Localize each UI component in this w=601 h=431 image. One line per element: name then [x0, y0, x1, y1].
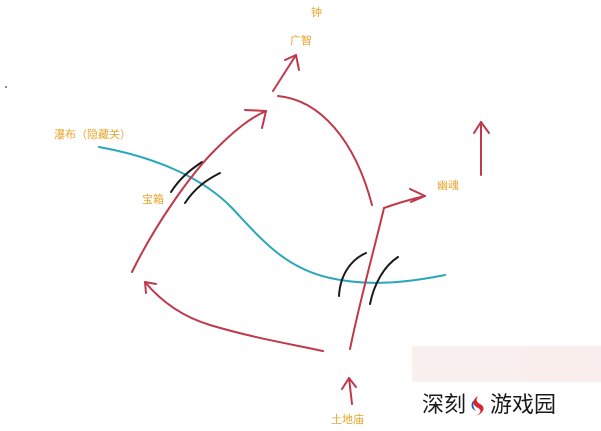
- arrowhead-left: [144, 281, 157, 294]
- watermark-text-left: 深刻: [422, 393, 467, 418]
- arrowhead-up-right: [473, 121, 490, 134]
- route-from-tudimiao: [348, 377, 353, 405]
- arrowhead-top-left: [244, 109, 267, 129]
- arrowhead-youhun: [409, 188, 426, 203]
- label-zhong: 钟: [311, 6, 322, 19]
- river-line: [98, 146, 446, 284]
- arrowhead-tudimiao: [341, 377, 357, 390]
- red-routes: [131, 54, 490, 405]
- route-right-vertical: [349, 207, 385, 350]
- route-bottom-to-left: [144, 281, 324, 352]
- barrier-right: [338, 252, 399, 305]
- route-arc: [277, 95, 373, 206]
- watermark-text: 深刻 游戏园: [422, 392, 556, 420]
- watermark-text-right: 游戏园: [490, 393, 557, 418]
- label-treasure-chest: 宝箱: [142, 193, 164, 206]
- barrier-left: [170, 161, 221, 204]
- route-left-to-top: [131, 110, 267, 273]
- watermark: 深刻 游戏园: [400, 340, 601, 431]
- stray-dot: [5, 86, 7, 88]
- watermark-background: [412, 346, 601, 382]
- arrowhead-guangzhi: [284, 54, 300, 71]
- label-waterfall: 瀑布（隐藏关）: [54, 128, 131, 141]
- label-ghost: 幽魂: [437, 179, 459, 192]
- route-to-guangzhi: [272, 54, 297, 92]
- label-guangzhi: 广智: [290, 34, 312, 47]
- label-land-temple: 土地庙: [331, 413, 364, 426]
- swirl-logo-icon: [471, 396, 484, 416]
